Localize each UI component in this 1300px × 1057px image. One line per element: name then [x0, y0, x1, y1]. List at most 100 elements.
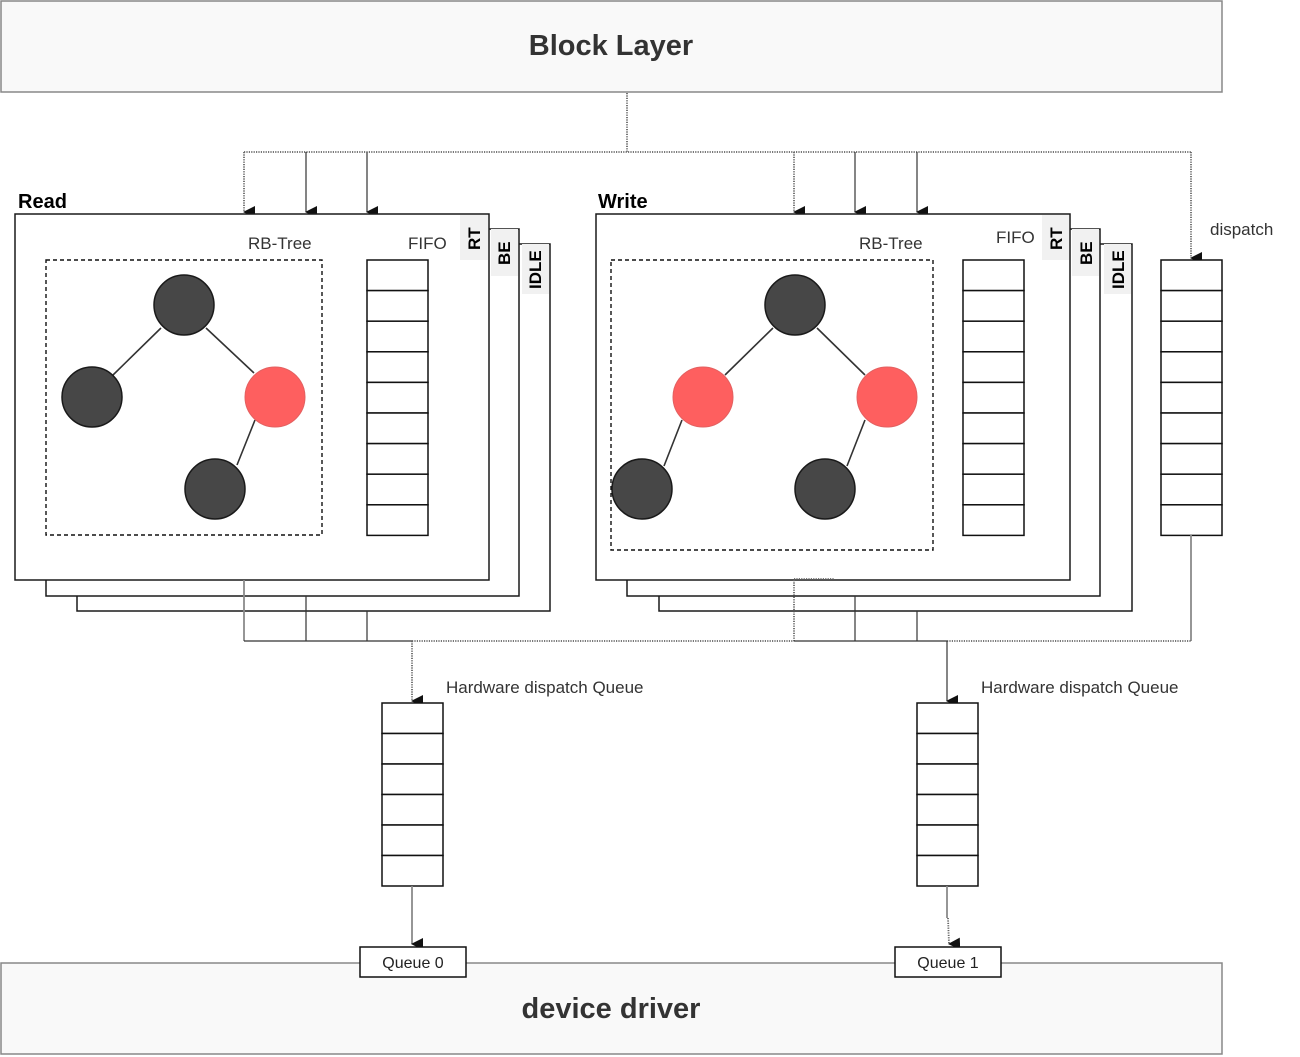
- read-rt-tab[interactable]: RT: [465, 227, 484, 250]
- hardware-dispatch-queue-1: [916, 702, 979, 887]
- hwq1-out-arrow: [947, 917, 961, 950]
- dispatch-queue-slot: [1160, 504, 1223, 537]
- write-panel-title: Write: [598, 191, 648, 213]
- write-fifo-slot: [962, 504, 1025, 537]
- write-fifo-slot: [962, 320, 1025, 353]
- read-be-tab[interactable]: BE: [495, 241, 514, 265]
- read-be-tab-bg: [491, 229, 518, 276]
- read-rbtree-container: [45, 259, 323, 536]
- write-panel: Write IDLE BE RT RB-Tree FIFO: [595, 191, 1133, 612]
- hwq0-slot: [381, 824, 444, 857]
- write-rt-tab[interactable]: RT: [1047, 227, 1066, 250]
- hwq1-slot: [916, 732, 979, 765]
- hwq1-slot: [916, 763, 979, 796]
- tree-edge: [236, 419, 256, 466]
- read-fifo-slot: [366, 381, 429, 414]
- dispatch-queue-slot: [1160, 289, 1223, 322]
- hwq0-slot: [381, 854, 444, 887]
- hwq0-slot: [381, 702, 444, 735]
- block-layer: Block Layer: [0, 0, 1223, 93]
- dispatch-queue-slot: [1160, 351, 1223, 384]
- read-rbtree: [61, 274, 306, 520]
- write-fifo-queue: [962, 259, 1025, 537]
- driver-queue-0[interactable]: Queue 0: [359, 946, 467, 978]
- read-idle-tab[interactable]: IDLE: [526, 250, 545, 289]
- tree-edge: [663, 419, 683, 467]
- read-fifo-slot: [366, 351, 429, 384]
- read-fifo-slot: [366, 259, 429, 292]
- write-rbtree: [611, 274, 918, 520]
- hwq1-slot: [916, 854, 979, 887]
- hwq0-slot: [381, 732, 444, 765]
- read-fifo-queue: [366, 259, 429, 537]
- write-idle-tab-bg: [1104, 244, 1131, 294]
- dispatch-queue-slot: [1160, 259, 1223, 292]
- dispatch-queue: [1160, 259, 1223, 537]
- hwq1-slot: [916, 793, 979, 826]
- read-panel-title: Read: [18, 191, 67, 213]
- driver-queue-1-label: Queue 1: [917, 955, 978, 972]
- dispatch-queue-slot: [1160, 381, 1223, 414]
- write-rbtree-label: RB-Tree: [859, 234, 923, 253]
- dispatch-label: dispatch: [1210, 220, 1273, 239]
- dispatch-queue-slot: [1160, 412, 1223, 445]
- driver-queue-0-label: Queue 0: [382, 955, 443, 972]
- read-fifo-slot: [366, 504, 429, 537]
- hwq0-slot: [381, 793, 444, 826]
- write-fifo-slot: [962, 473, 1025, 506]
- dispatch-queue-slot: [1160, 473, 1223, 506]
- read-fifo-slot: [366, 412, 429, 445]
- tree-edge: [816, 327, 866, 376]
- read-fifo-label: FIFO: [408, 234, 447, 253]
- read-idle-tab-bg: [522, 244, 549, 294]
- driver-queue-1-box[interactable]: [894, 946, 1002, 978]
- hardware-dispatch-queue-0: [381, 702, 444, 887]
- read-fifo-slot: [366, 442, 429, 475]
- rbtree-node-left: [61, 366, 123, 428]
- rbtree-node-left-left: [611, 458, 673, 520]
- write-rt-tab-bg: [1042, 215, 1069, 260]
- write-be-tab[interactable]: BE: [1077, 241, 1096, 265]
- write-fifo-slot: [962, 289, 1025, 322]
- write-fifo-slot: [962, 259, 1025, 292]
- rbtree-node-root: [153, 274, 215, 336]
- tree-edge: [724, 327, 774, 376]
- dispatch-queue-slot: [1160, 320, 1223, 353]
- driver-queue-1[interactable]: Queue 1: [894, 946, 1002, 978]
- write-fifo-slot: [962, 442, 1025, 475]
- read-fifo-slot: [366, 289, 429, 322]
- read-panel: Read IDLE BE RT RB-Tree FIFO: [14, 191, 551, 612]
- block-layer-title: Block Layer: [529, 30, 693, 62]
- write-fifo-slot: [962, 351, 1025, 384]
- tree-edge: [846, 419, 866, 467]
- device-driver-box: [0, 962, 1223, 1055]
- driver-queue-0-box[interactable]: [359, 946, 467, 978]
- hwq0-label: Hardware dispatch Queue: [446, 678, 644, 697]
- write-be-tab-bg: [1072, 229, 1099, 276]
- read-fifo-slot: [366, 473, 429, 506]
- read-fifo-slot: [366, 320, 429, 353]
- write-fifo-slot: [962, 381, 1025, 414]
- rbtree-node-right-left: [184, 458, 246, 520]
- hwq1-label: Hardware dispatch Queue: [981, 678, 1179, 697]
- rbtree-node-right: [244, 366, 306, 428]
- rbtree-node-right: [856, 366, 918, 428]
- rbtree-node-root: [764, 274, 826, 336]
- tree-edge: [205, 327, 255, 374]
- hwq1-slot: [916, 824, 979, 857]
- block-layer-box: [0, 0, 1223, 93]
- write-fifo-slot: [962, 412, 1025, 445]
- write-rbtree-container: [610, 259, 934, 551]
- top-connectors: [243, 93, 1202, 264]
- device-driver-layer: device driver: [0, 962, 1223, 1055]
- dispatch-queue-slot: [1160, 442, 1223, 475]
- read-rbtree-label: RB-Tree: [248, 234, 312, 253]
- tree-edge: [112, 327, 162, 376]
- read-rt-tab-bg: [460, 215, 488, 260]
- hwq0-slot: [381, 763, 444, 796]
- rbtree-node-left: [672, 366, 734, 428]
- write-idle-tab[interactable]: IDLE: [1109, 250, 1128, 289]
- device-driver-title: device driver: [522, 993, 701, 1025]
- bottom-connectors: [243, 535, 1192, 707]
